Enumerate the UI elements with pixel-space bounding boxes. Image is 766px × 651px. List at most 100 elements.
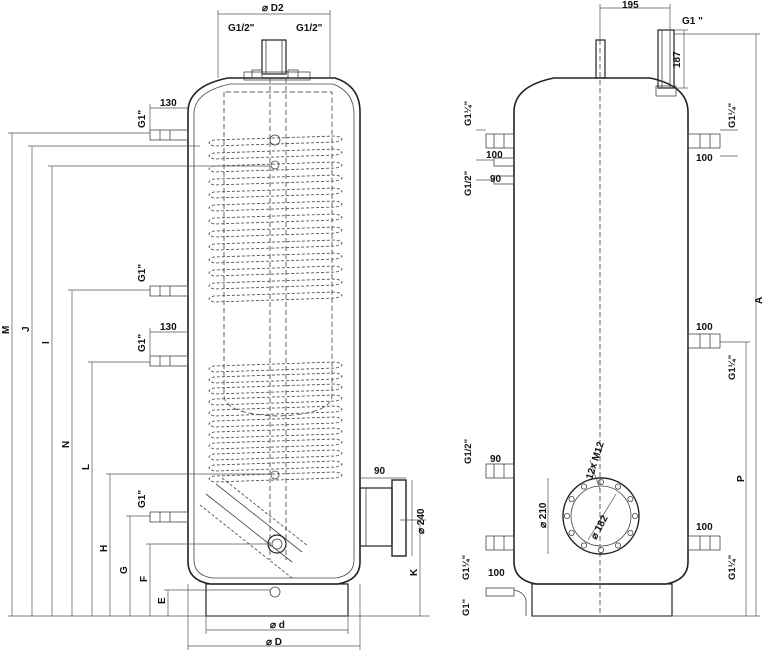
label-G1-bottom: G1" <box>137 490 148 508</box>
coil-loop <box>208 239 343 251</box>
left-inner-tank <box>223 91 333 417</box>
bolt-hole <box>568 530 575 537</box>
bolt-hole <box>615 542 622 549</box>
coil-loop <box>208 394 343 406</box>
side-flange-neck <box>359 487 393 547</box>
label-K: K <box>409 568 420 576</box>
inspection-flange-outer <box>562 477 640 555</box>
coil-loop <box>208 427 343 439</box>
label-G114-r2: G1¼" <box>727 103 738 128</box>
coil-loop <box>208 187 343 199</box>
coil-loop <box>208 291 343 303</box>
label-G1-right-top: G1 " <box>682 16 703 27</box>
bolt-hole <box>615 483 622 490</box>
right-foot <box>531 583 673 617</box>
coil-loop <box>208 213 343 225</box>
coil-loop <box>208 361 343 373</box>
side-flange-plate <box>391 479 407 557</box>
label-G1-right-bottom: G1" <box>461 599 472 616</box>
left-foot <box>205 583 349 617</box>
coil-loop <box>208 438 343 450</box>
label-G12-r1: G1/2" <box>463 171 474 196</box>
label-G114-r5: G1¼" <box>727 555 738 580</box>
right-top-pipe <box>657 29 675 89</box>
coil-loop <box>208 416 343 428</box>
label-195: 195 <box>622 0 639 11</box>
bolt-hole <box>581 483 588 490</box>
label-G1-mid: G1" <box>137 264 148 282</box>
label-H: H <box>99 545 110 552</box>
bolt-hole <box>632 513 639 520</box>
label-E: E <box>157 597 168 604</box>
label-100-e: 100 <box>488 568 505 579</box>
bolt-hole <box>581 542 588 549</box>
coil-loop <box>208 148 343 160</box>
left-top-nozzle <box>261 39 287 75</box>
label-A: A <box>754 297 765 304</box>
coil-loop <box>208 252 343 264</box>
label-90-a: 90 <box>490 174 502 185</box>
coil-loop <box>208 372 343 384</box>
label-I: I <box>41 341 52 344</box>
right-view: 195 G1 " 187 G1¼" G1¼" G1¼" G1¼" G1¼" G1… <box>461 0 765 617</box>
label-90-flange: 90 <box>374 466 386 477</box>
label-G: G <box>119 566 130 574</box>
coil-loop <box>208 383 343 395</box>
label-90-b: 90 <box>490 454 502 465</box>
coil-loop <box>208 471 343 483</box>
bolt-hole <box>627 530 634 537</box>
label-N: N <box>61 441 72 448</box>
label-100-d: 100 <box>696 522 713 533</box>
label-D: ⌀ D <box>266 637 282 648</box>
bolt-hole <box>627 495 634 502</box>
left-tank-inner <box>193 83 355 579</box>
coil-loop <box>208 226 343 238</box>
lower-coil <box>208 361 343 483</box>
bolt-hole <box>598 547 605 554</box>
label-G114-r1: G1¼" <box>463 101 474 126</box>
coil-loop <box>208 460 343 472</box>
label-M12: 12x M12 <box>584 440 607 481</box>
label-182: ⌀ 182 <box>589 513 611 541</box>
label-G12-r2: G1/2" <box>463 439 474 464</box>
label-G12-right: G1/2" <box>296 23 323 34</box>
label-240: ⌀ 240 <box>416 508 427 534</box>
label-100-a: 100 <box>486 150 503 161</box>
label-G1-top: G1" <box>137 110 148 128</box>
coil-loop <box>208 449 343 461</box>
label-L: L <box>81 464 92 470</box>
label-J: J <box>21 326 32 332</box>
left-tank-body <box>187 77 361 585</box>
left-top-flange <box>243 71 311 81</box>
label-100-c: 100 <box>696 322 713 333</box>
coil-loop <box>208 405 343 417</box>
label-d: ⌀ d <box>270 620 285 631</box>
label-D2: ⌀ D2 <box>262 3 284 14</box>
label-M: M <box>1 326 12 334</box>
coil-loop <box>208 278 343 290</box>
bolt-hole <box>568 495 575 502</box>
sensor-port <box>269 134 281 146</box>
label-F: F <box>139 576 150 582</box>
label-G1-lower: G1" <box>137 334 148 352</box>
inspection-flange-inner <box>570 485 632 547</box>
label-130-top: 130 <box>160 98 177 109</box>
bolt-hole <box>598 478 605 485</box>
coil-loop <box>208 200 343 212</box>
flange-bolt-holes <box>564 478 639 554</box>
label-P: P <box>736 475 747 482</box>
label-187: 187 <box>672 51 683 68</box>
label-G114-r3: G1¼" <box>727 355 738 380</box>
label-130-mid: 130 <box>160 322 177 333</box>
left-view: ⌀ D2 G1/2" G1/2" 130 130 G1" G1" G1" G1"… <box>1 3 430 650</box>
label-100-b: 100 <box>696 153 713 164</box>
coil-loop <box>208 265 343 277</box>
coil-loop <box>208 161 343 173</box>
bolt-hole <box>564 513 571 520</box>
label-210: ⌀ 210 <box>538 502 549 528</box>
right-tank-body <box>513 77 689 585</box>
coil-loop <box>208 135 343 147</box>
label-G12-left: G1/2" <box>228 23 255 34</box>
label-G114-r4: G1¼" <box>461 555 472 580</box>
